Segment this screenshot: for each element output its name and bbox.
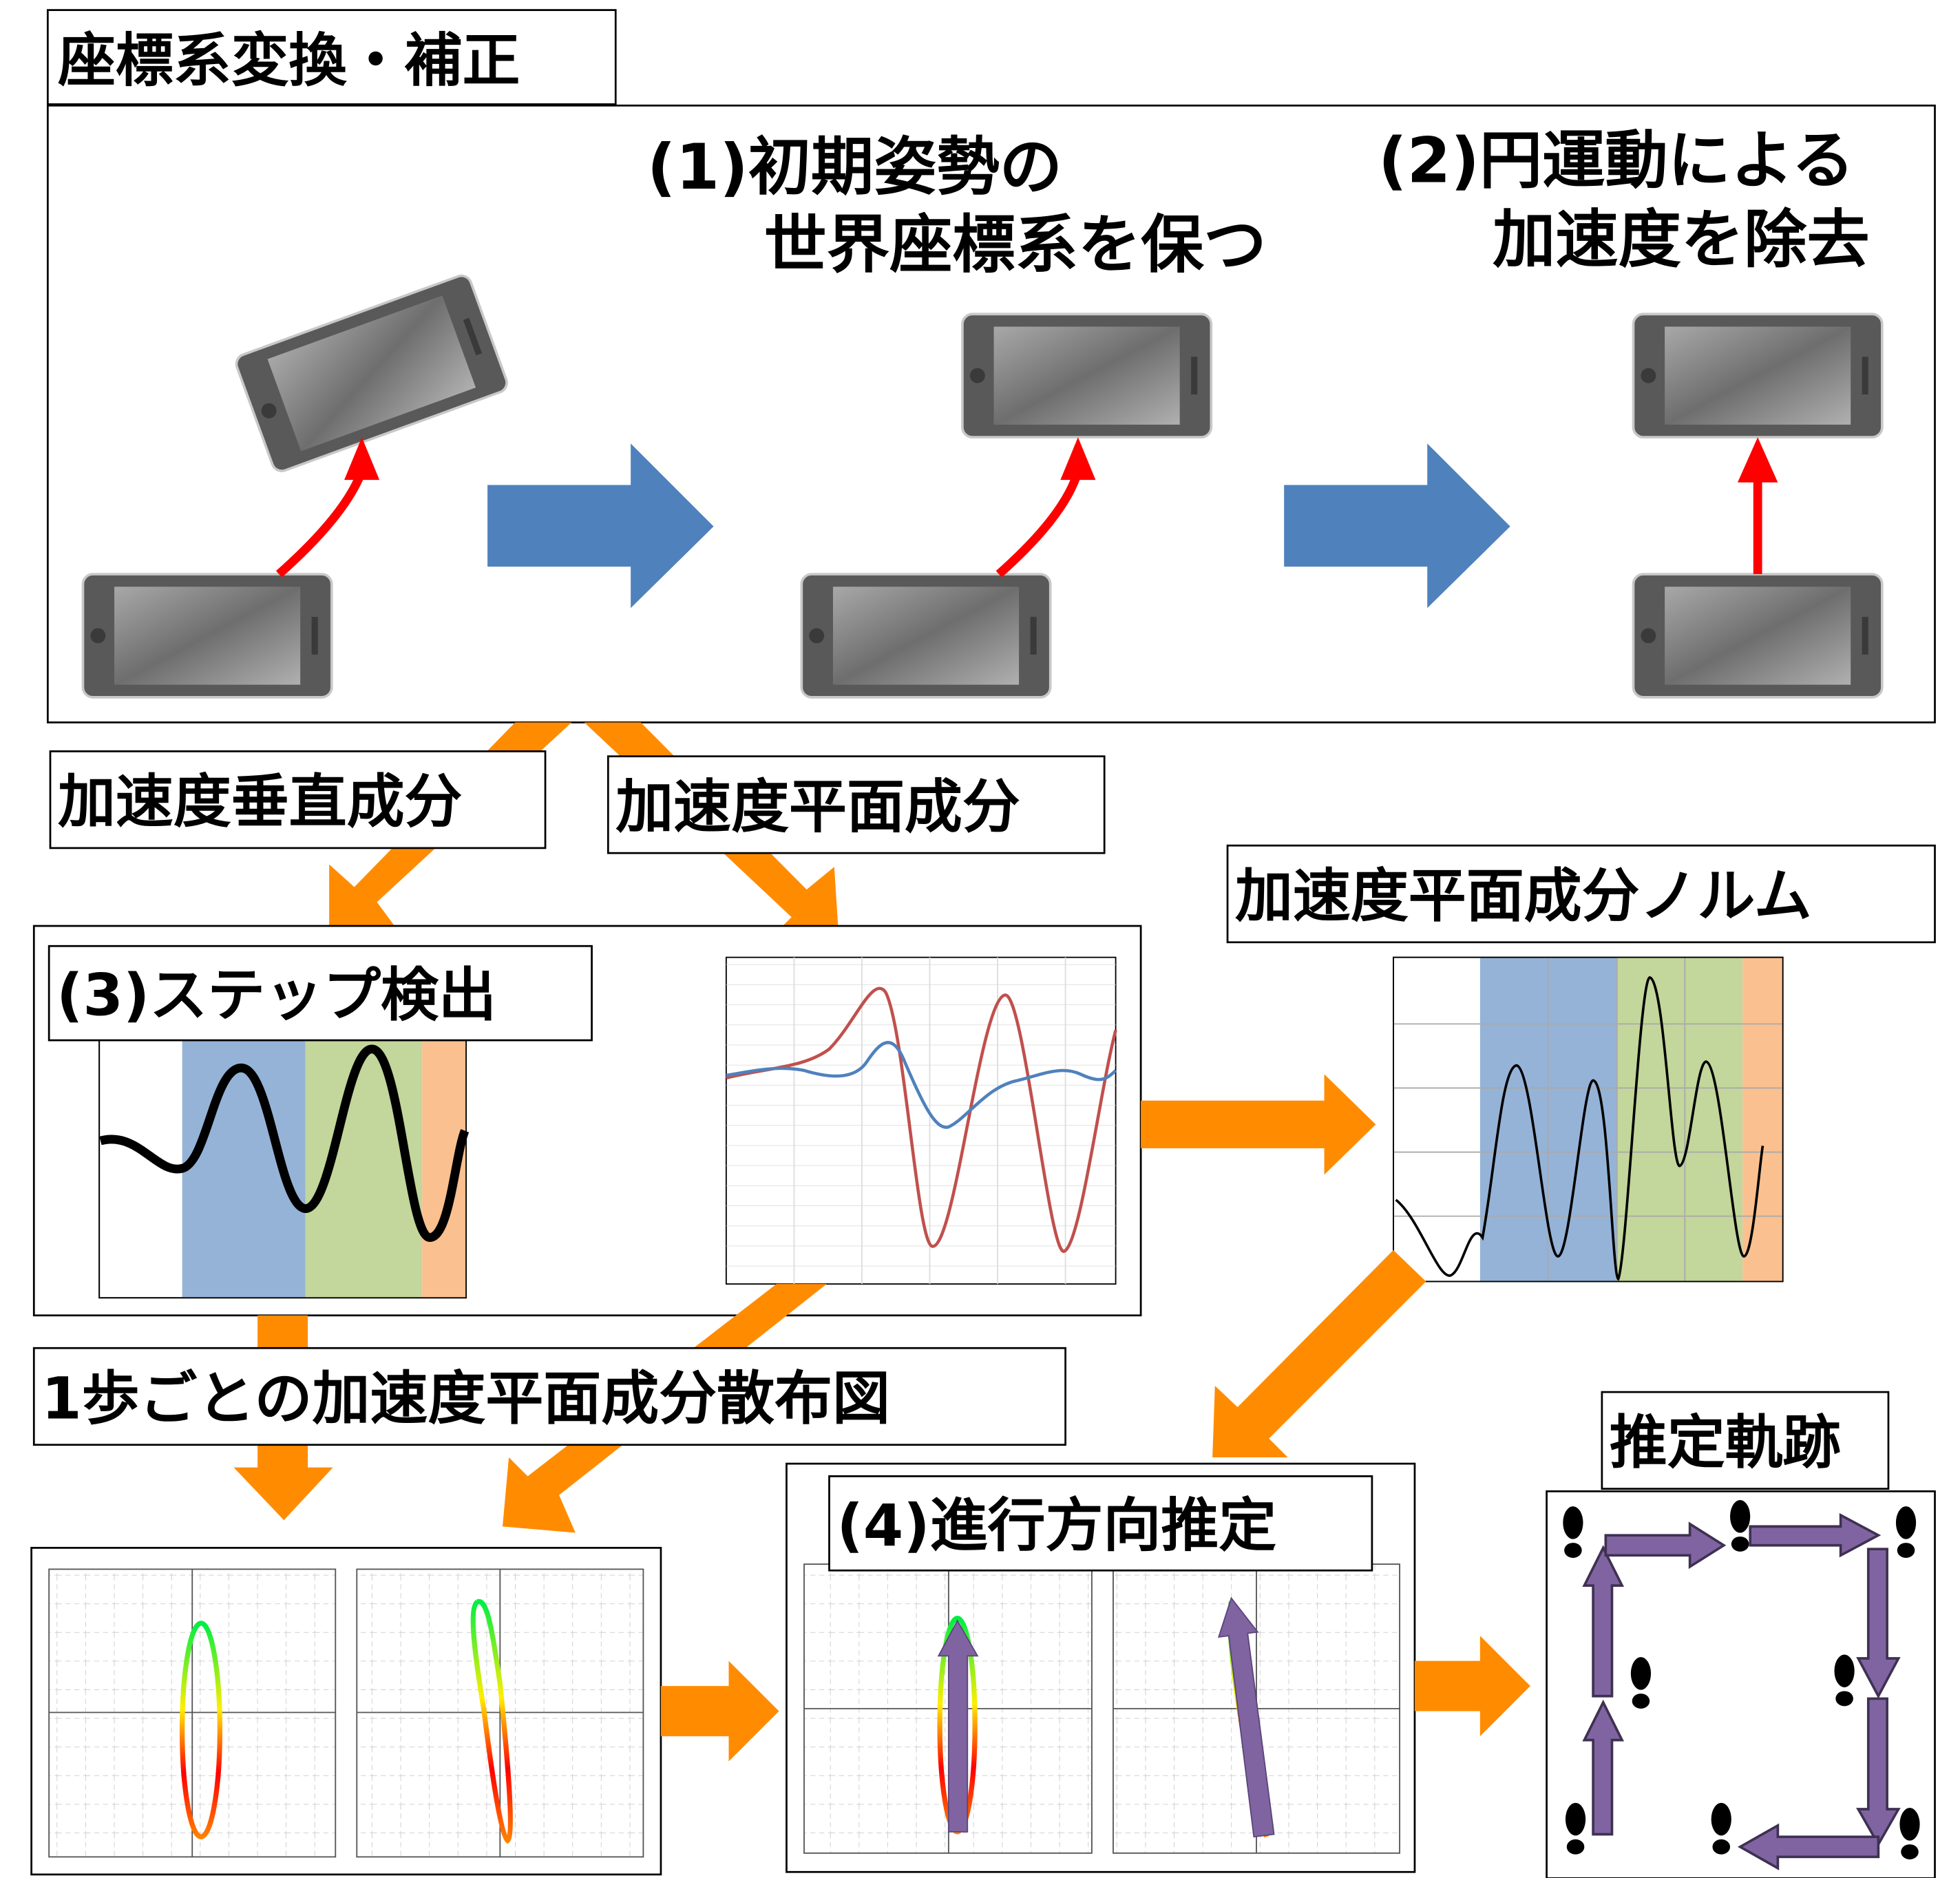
scatter-loop (179, 1621, 223, 1839)
step-detection-title: (3)ステップ検出 (56, 962, 496, 1029)
trajectory-arrows (1582, 1512, 1901, 1870)
title: 座標系変換・補正 (58, 27, 520, 94)
step-detection-chart (98, 1040, 470, 1299)
scatter-label: 1歩ごとの加速度平面成分散布図 (41, 1364, 890, 1432)
norm-chart (1393, 956, 1784, 1283)
norm-label-box (1226, 844, 1936, 944)
title-box (46, 9, 617, 105)
scatter-plot-2 (356, 1568, 644, 1858)
footprint-icon (1565, 1802, 1586, 1855)
footprint-icon (1834, 1654, 1855, 1707)
orange-arrow-icon (660, 1660, 779, 1762)
phone-icon (800, 573, 1052, 699)
direction-arrow-icon (937, 1619, 979, 1833)
footprint-icon (1899, 1808, 1920, 1859)
red-series-line (726, 987, 1117, 1254)
trajectory-step-arrow-icon (1856, 1697, 1901, 1847)
blue-arrow-icon (487, 443, 714, 609)
blue-series-line (726, 1041, 1117, 1129)
direction-title-box (828, 1475, 1373, 1572)
orange-arrow-icon (1212, 1249, 1426, 1457)
trajectory-step-arrow-icon (1749, 1512, 1882, 1558)
trajectory-step-arrow-icon (1582, 1545, 1625, 1698)
direction-plot-1 (803, 1563, 1093, 1854)
scatter-label-box (32, 1347, 1066, 1446)
norm-line (1395, 975, 1764, 1281)
footprint-icon (1563, 1506, 1583, 1558)
scatter-plot-1 (48, 1568, 337, 1858)
step-detection-title-box (48, 945, 593, 1042)
step2-heading-line2: 加速度を除去 (1493, 203, 1870, 277)
vertical-component-label-box (49, 750, 547, 850)
trajectory-label-box (1601, 1391, 1890, 1490)
rotation-arrow-icon (995, 437, 1096, 578)
orange-arrow-icon (1141, 1074, 1376, 1175)
step-band-2 (1616, 957, 1743, 1282)
scatter-loop (470, 1599, 513, 1844)
phone-icon (1632, 573, 1884, 699)
phone-icon (1632, 313, 1884, 439)
vertical-component-label: 加速度垂直成分 (58, 768, 463, 836)
direction-title: (4)進行方向推定 (836, 1492, 1276, 1559)
step2-heading-line1: (2)円運動による (1378, 124, 1855, 198)
trajectory-step-arrow-icon (1856, 1548, 1901, 1699)
step-band-3 (1742, 957, 1783, 1282)
step1-heading-line2: 世界座標系を保つ (764, 208, 1267, 282)
phone-icon (81, 573, 333, 699)
direction-plot-2 (1113, 1563, 1400, 1854)
phone-icon (961, 313, 1213, 439)
vertical-acceleration-line (99, 1044, 470, 1243)
horizontal-component-label: 加速度平面成分 (615, 773, 1020, 841)
footprint-icon (1630, 1657, 1652, 1709)
vertical-arrow-icon (1737, 437, 1778, 575)
footprint-icon (1895, 1506, 1917, 1558)
rotation-arrow-icon (275, 437, 380, 578)
trajectory-step-arrow-icon (1604, 1521, 1727, 1570)
orange-arrow-icon (1414, 1636, 1530, 1737)
horizontal-component-label-box (607, 755, 1106, 854)
footprint-icon (1711, 1802, 1731, 1855)
norm-label: 加速度平面成分ノルム (1235, 862, 1812, 929)
trajectory-label: 推定軌跡 (1610, 1408, 1841, 1476)
horizontal-acceleration-chart (725, 956, 1117, 1285)
trajectory-step-arrow-icon (1737, 1823, 1880, 1870)
footprint-icon (1730, 1500, 1751, 1552)
trajectory-step-arrow-icon (1582, 1699, 1625, 1836)
direction-arrow-icon (1217, 1596, 1275, 1838)
step1-heading-line1: (1)初期姿勢の (647, 130, 1062, 204)
blue-arrow-icon (1284, 443, 1510, 609)
